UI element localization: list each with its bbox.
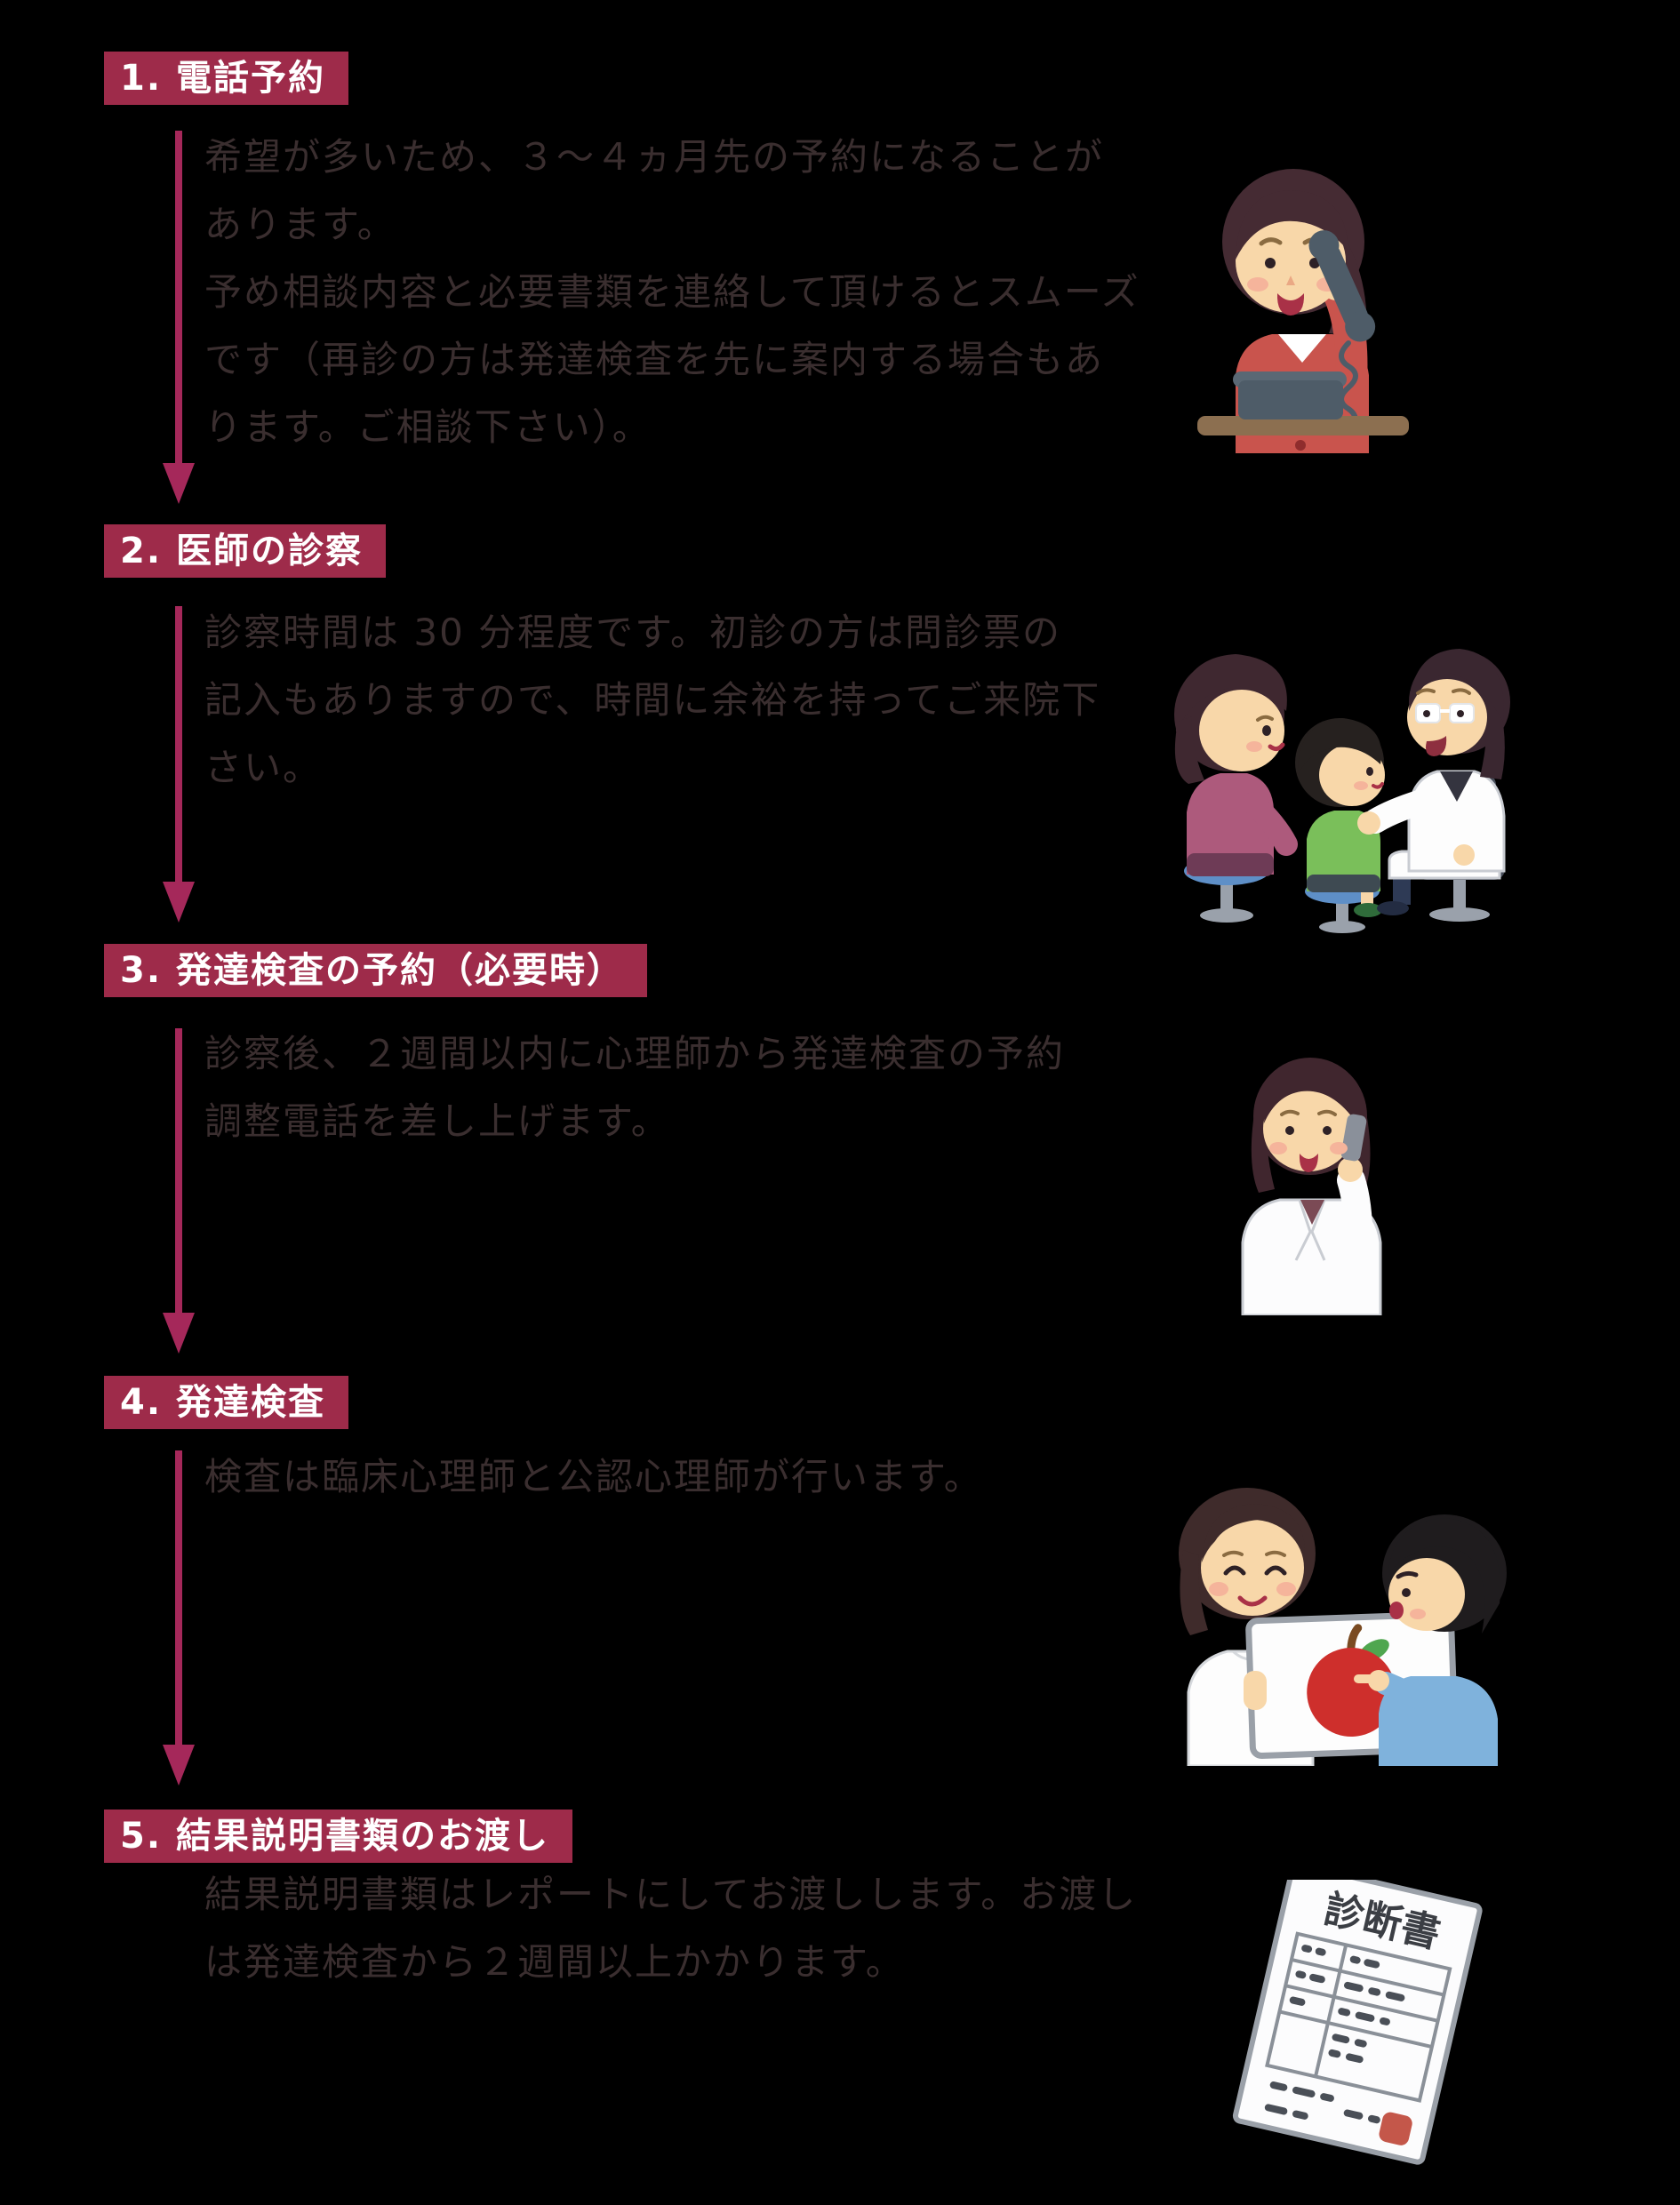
doctor-examination-illustration bbox=[1174, 649, 1510, 933]
step4-header: 4. 発達検査 bbox=[104, 1376, 348, 1429]
arrow-head bbox=[163, 1745, 195, 1786]
step2-header: 2. 医師の診察 bbox=[104, 524, 386, 578]
arrow-shaft bbox=[175, 1450, 182, 1745]
arrow-shaft bbox=[175, 131, 182, 463]
arrow-shaft bbox=[175, 606, 182, 882]
step3-header: 3. 発達検査の予約（必要時） bbox=[104, 944, 647, 997]
red-seal-stamp bbox=[1379, 2112, 1412, 2145]
flow-arrow-down-4-icon bbox=[163, 1450, 195, 1786]
receptionist-on-phone-illustration bbox=[1197, 169, 1409, 453]
arrow-shaft bbox=[175, 1028, 182, 1313]
step2-description: 診察時間は 30 分程度です。初診の方は問診票の 記入もありますので、時間に余裕… bbox=[204, 611, 1101, 789]
flow-arrow-down-1-icon bbox=[163, 131, 195, 504]
apple-card-test-illustration bbox=[1179, 1488, 1507, 1766]
step1-description: 希望が多いため、３〜４ヵ月先の予約になることが あります。 予め相談内容と必要書… bbox=[204, 135, 1140, 449]
arrow-head bbox=[163, 1313, 195, 1354]
phone-handset bbox=[1308, 230, 1376, 342]
psychologist-phone-call-illustration bbox=[1241, 1058, 1382, 1315]
step5-header: 5. 結果説明書類のお渡し bbox=[104, 1810, 572, 1863]
flow-arrow-down-3-icon bbox=[163, 1028, 195, 1354]
step3-description: 診察後、２週間以内に心理師から発達検査の予約 調整電話を差し上げます。 bbox=[204, 1032, 1066, 1143]
step4-description: 検査は臨床心理師と公認心理師が行います。 bbox=[204, 1455, 983, 1498]
arrow-head bbox=[163, 882, 195, 923]
arrow-head bbox=[163, 463, 195, 504]
step1-header: 1. 電話予約 bbox=[104, 52, 348, 105]
medical-certificate-illustration: 診断書 bbox=[1232, 1880, 1483, 2165]
flow-arrow-down-2-icon bbox=[163, 606, 195, 923]
step5-description: 結果説明書類はレポートにしてお渡しします。お渡し は発達検査から２週間以上かかり… bbox=[204, 1873, 1138, 1984]
